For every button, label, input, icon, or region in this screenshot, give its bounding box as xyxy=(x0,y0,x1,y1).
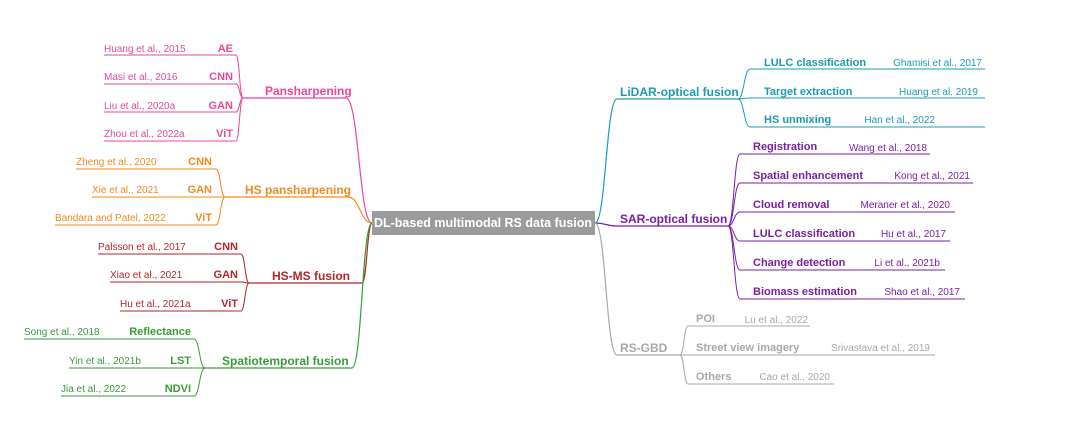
branch-label: Pansharpening xyxy=(265,84,352,98)
branch-sar-optical-fusion: SAR-optical fusion Registration Wang et … xyxy=(620,141,970,298)
branch-label: RS-GBD xyxy=(620,341,668,355)
method-label: CNN xyxy=(188,156,212,168)
reference-label: Han et al., 2022 xyxy=(864,115,935,126)
reference-label: Lu et al., 2022 xyxy=(745,315,809,326)
reference-label: Kong et al., 2021 xyxy=(894,171,970,182)
connector-branch-to-leaf xyxy=(235,97,244,142)
branch-spatiotemporal-fusion: Spatiotemporal fusion Reflectance Song e… xyxy=(24,326,349,395)
method-label: GAN xyxy=(188,184,213,196)
method-label: CNN xyxy=(214,241,238,253)
branch-label: Spatiotemporal fusion xyxy=(222,354,349,368)
reference-label: Xie et al., 2021 xyxy=(92,185,159,196)
method-label: Biomass estimation xyxy=(753,286,857,298)
reference-label: Wang et al., 2018 xyxy=(849,143,927,154)
method-label: GAN xyxy=(209,100,234,112)
reference-label: Ghamisi et al., 2017 xyxy=(893,58,982,69)
branch-pansharpening: Pansharpening AE Huang et al., 2015 CNN … xyxy=(104,43,352,140)
connector-branch-to-leaf xyxy=(727,211,741,227)
reference-label: Li et al., 2021b xyxy=(874,258,940,269)
reference-label: Huang et al. 2019 xyxy=(899,87,978,98)
connector-branch-to-leaf xyxy=(235,83,244,99)
branch-label: SAR-optical fusion xyxy=(620,212,727,226)
connector-center-to-branch xyxy=(351,222,373,369)
method-label: Others xyxy=(696,371,731,383)
connector-branch-to-leaf xyxy=(727,153,741,227)
reference-label: Shao et al., 2017 xyxy=(884,287,960,298)
method-label: Street view imagery xyxy=(696,342,800,354)
method-label: ViT xyxy=(216,128,233,140)
connector-center-to-branch xyxy=(345,97,373,224)
connector-branch-to-leaf xyxy=(727,182,741,227)
connector-branch-to-leaf xyxy=(235,54,244,99)
method-label: CNN xyxy=(209,71,233,83)
reference-label: Huang et al., 2015 xyxy=(104,44,186,55)
connector-center-to-branch xyxy=(594,98,618,224)
connector-branch-to-leaf xyxy=(737,98,751,128)
connector-center-to-branch xyxy=(594,222,618,227)
reference-label: Zhou et al., 2022a xyxy=(104,129,185,140)
method-label: Reflectance xyxy=(129,326,191,338)
center-node-box xyxy=(372,211,595,235)
connector-branch-to-leaf xyxy=(240,281,250,284)
method-label: Cloud removal xyxy=(753,199,829,211)
connector-branch-to-leaf xyxy=(215,196,226,226)
method-label: LULC classification xyxy=(753,228,855,240)
reference-label: Meraner et al., 2020 xyxy=(861,200,951,211)
connector-branch-to-leaf xyxy=(193,367,206,397)
method-label: POI xyxy=(696,313,715,325)
connector-branch-to-leaf xyxy=(215,168,226,198)
connector-branch-to-leaf xyxy=(679,325,689,356)
reference-label: Xiao et al., 2021 xyxy=(110,270,183,281)
method-label: GAN xyxy=(214,269,239,281)
branch-hs-ms-fusion: HS-MS fusion CNN Palsson et al., 2017 GA… xyxy=(98,241,350,310)
connector-branch-to-leaf xyxy=(679,354,689,385)
center-node-label: DL-based multimodal RS data fusion xyxy=(374,216,592,230)
method-label: NDVI xyxy=(165,383,191,395)
reference-label: Song et al., 2018 xyxy=(24,327,100,338)
method-label: ViT xyxy=(195,212,212,224)
branch-hs-pansharpening: HS pansharpening CNN Zheng et al., 2020 … xyxy=(55,156,351,224)
connector-branch-to-leaf xyxy=(240,253,250,284)
method-label: LST xyxy=(170,355,191,367)
reference-label: Masi et al., 2016 xyxy=(104,72,178,83)
branch-rs-gbd: RS-GBD POI Lu et al., 2022 Street view i… xyxy=(620,313,930,383)
reference-label: Hu et al., 2021a xyxy=(120,299,191,310)
method-label: AE xyxy=(218,43,233,55)
connector-layer xyxy=(24,54,985,397)
reference-label: Yin et al., 2021b xyxy=(69,356,141,367)
reference-label: Jia et al., 2022 xyxy=(61,384,126,395)
reference-label: Hu et al., 2017 xyxy=(881,229,946,240)
reference-label: Bandara and Patel, 2022 xyxy=(55,213,166,224)
branch-lidar-optical-fusion: LiDAR-optical fusion LULC classification… xyxy=(620,57,982,126)
method-label: Registration xyxy=(753,141,817,153)
method-label: Spatial enhancement xyxy=(753,170,863,182)
connector-branch-to-leaf xyxy=(240,282,250,312)
reference-label: Zheng et al., 2020 xyxy=(76,157,157,168)
branch-label: HS-MS fusion xyxy=(272,269,350,283)
connector-branch-to-leaf xyxy=(727,225,741,300)
method-label: ViT xyxy=(221,298,238,310)
connector-branch-to-leaf xyxy=(737,68,751,100)
branch-label: HS pansharpening xyxy=(245,183,351,197)
connector-center-to-branch xyxy=(347,196,373,224)
connector-center-to-branch xyxy=(594,222,618,356)
method-label: LULC classification xyxy=(764,57,866,69)
center-node: DL-based multimodal RS data fusion xyxy=(372,211,595,235)
connector-branch-to-leaf xyxy=(193,338,206,369)
reference-label: Palsson et al., 2017 xyxy=(98,242,186,253)
reference-label: Liu et al., 2020a xyxy=(104,101,176,112)
reference-label: Srivastava et al., 2019 xyxy=(831,343,930,354)
reference-label: Cao et al., 2020 xyxy=(759,372,830,383)
method-label: Change detection xyxy=(753,257,846,269)
branch-label: LiDAR-optical fusion xyxy=(620,85,739,99)
method-label: HS unmixing xyxy=(764,114,831,126)
method-label: Target extraction xyxy=(764,86,853,98)
